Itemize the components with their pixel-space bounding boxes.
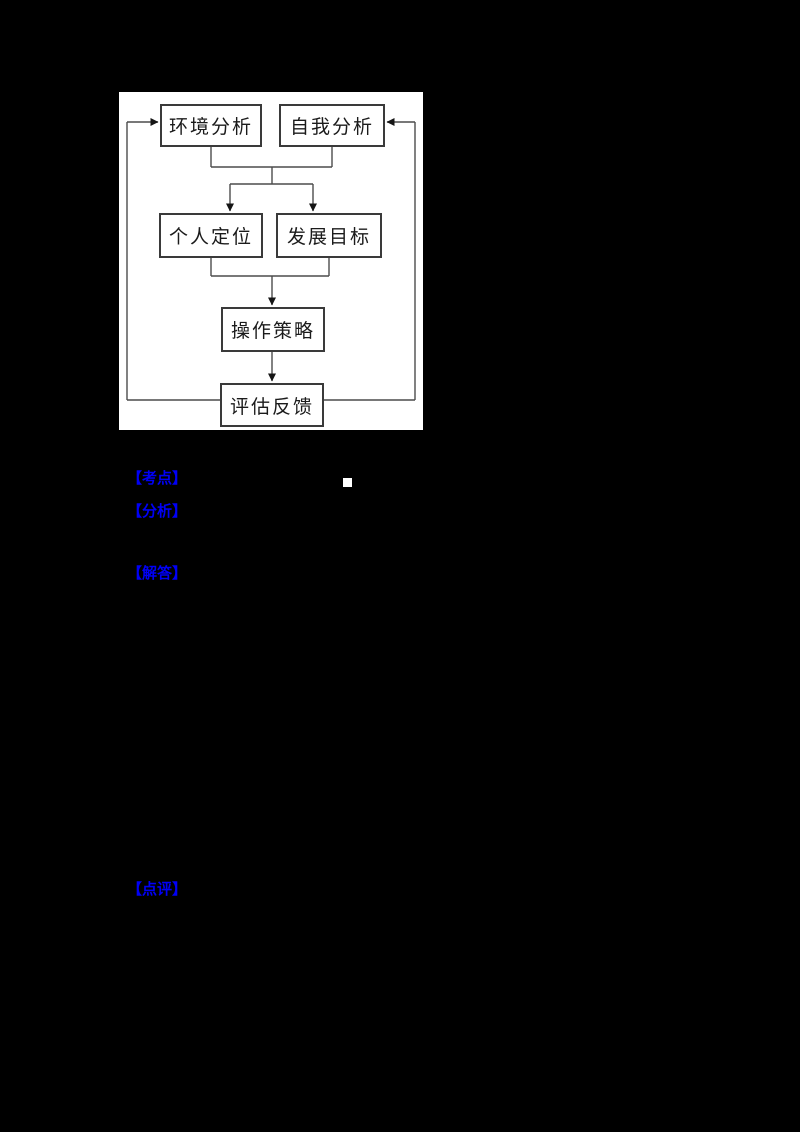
- node-label: 自我分析: [289, 117, 374, 138]
- flowchart-connectors: [126, 118, 416, 401]
- node-label: 发展目标: [286, 227, 371, 248]
- node-label: 评估反馈: [229, 396, 314, 418]
- section-label-analysis: 【分析】: [127, 503, 188, 520]
- section-label-comment: 【点评】: [127, 881, 188, 898]
- flowchart-node-environment-analysis: 环境分析: [160, 104, 262, 147]
- small-white-square-marker: [343, 478, 352, 487]
- flowchart-node-evaluation-feedback: 评估反馈: [220, 383, 324, 427]
- node-label: 个人定位: [168, 227, 253, 248]
- node-label: 操作策略: [230, 321, 315, 342]
- section-label-exam-point: 【考点】: [127, 470, 188, 487]
- flowchart-node-development-goal: 发展目标: [276, 213, 382, 258]
- flowchart-node-self-analysis: 自我分析: [279, 104, 385, 147]
- flowchart-node-personal-positioning: 个人定位: [159, 213, 263, 258]
- section-label-answer: 【解答】: [127, 565, 188, 582]
- node-label: 环境分析: [168, 117, 253, 138]
- flowchart-figure[interactable]: 环境分析 自我分析 个人定位 发展目标 操作策略 评估反馈: [119, 92, 423, 430]
- flowchart-node-operation-strategy: 操作策略: [221, 307, 325, 352]
